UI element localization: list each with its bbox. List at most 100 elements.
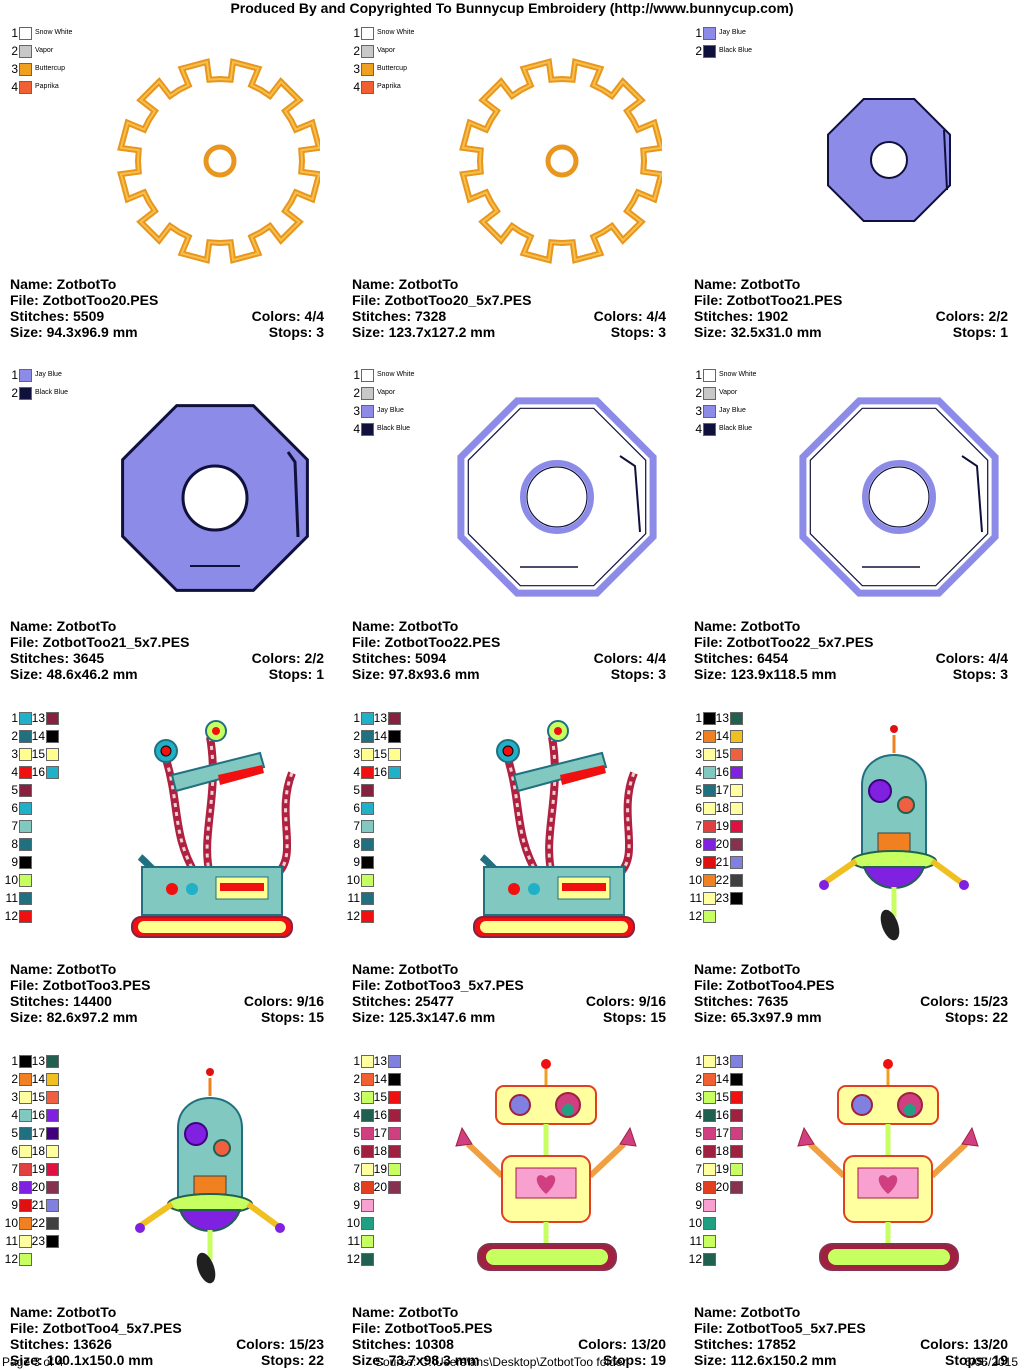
stop-count: Stops: 1 xyxy=(268,666,324,682)
color-number: 2 xyxy=(353,729,360,743)
design-size: Size: 125.3x147.6 mm xyxy=(352,1009,496,1025)
color-swatch xyxy=(703,820,716,833)
color-number: 3 xyxy=(353,62,360,76)
color-number: 8 xyxy=(353,1180,360,1194)
color-swatch xyxy=(730,838,743,851)
color-swatch xyxy=(703,1073,716,1086)
stop-count: Stops: 3 xyxy=(610,324,666,340)
color-swatch xyxy=(361,874,374,887)
color-name: Vapor xyxy=(719,389,738,396)
color-number: 15 xyxy=(31,1090,45,1104)
color-swatch xyxy=(730,730,743,743)
color-number: 17 xyxy=(373,1126,387,1140)
color-swatch xyxy=(361,369,374,382)
color-swatch xyxy=(730,802,743,815)
design-size: Size: 82.6x97.2 mm xyxy=(10,1009,138,1025)
color-count: Colors: 4/4 xyxy=(935,650,1008,666)
color-swatch xyxy=(19,1235,32,1248)
color-number: 3 xyxy=(695,747,702,761)
color-number: 6 xyxy=(353,1144,360,1158)
color-swatch xyxy=(730,1145,743,1158)
color-swatch xyxy=(703,892,716,905)
design-name: Name: ZotbotTo xyxy=(694,276,801,292)
color-swatch xyxy=(388,1163,401,1176)
color-swatch xyxy=(19,1163,32,1176)
design-file: File: ZotbotToo5.PES xyxy=(352,1320,493,1336)
embroidery-preview xyxy=(442,20,665,270)
color-number: 17 xyxy=(715,783,729,797)
color-swatch xyxy=(388,1091,401,1104)
color-swatch xyxy=(703,784,716,797)
color-name: Jay Blue xyxy=(35,371,62,378)
color-swatch xyxy=(730,874,743,887)
color-number: 14 xyxy=(373,1072,387,1086)
print-date: 6/05/2015 xyxy=(964,1355,1018,1369)
color-number: 15 xyxy=(31,747,45,761)
color-swatch xyxy=(703,1217,716,1230)
color-number: 3 xyxy=(11,62,18,76)
color-swatch xyxy=(730,1127,743,1140)
color-number: 13 xyxy=(31,1054,45,1068)
color-swatch xyxy=(361,1181,374,1194)
color-swatch xyxy=(703,1109,716,1122)
color-swatch xyxy=(703,423,716,436)
color-count: Colors: 4/4 xyxy=(593,308,666,324)
color-number: 16 xyxy=(31,765,45,779)
color-swatch xyxy=(703,730,716,743)
design-size: Size: 73.7x98.3 mm xyxy=(352,1352,480,1368)
color-number: 4 xyxy=(11,80,18,94)
color-number: 10 xyxy=(346,1216,360,1230)
color-swatch xyxy=(19,856,32,869)
color-swatch xyxy=(19,1253,32,1266)
color-swatch xyxy=(703,838,716,851)
color-swatch xyxy=(730,1181,743,1194)
design-file: File: ZotbotToo20_5x7.PES xyxy=(352,292,532,308)
design-file: File: ZotbotToo20.PES xyxy=(10,292,159,308)
color-swatch xyxy=(703,1055,716,1068)
color-swatch xyxy=(361,1109,374,1122)
color-count: Colors: 4/4 xyxy=(593,650,666,666)
color-name: Paprika xyxy=(377,83,401,90)
color-number: 7 xyxy=(11,819,18,833)
design-size: Size: 32.5x31.0 mm xyxy=(694,324,822,340)
color-number: 16 xyxy=(715,1108,729,1122)
color-swatch xyxy=(730,712,743,725)
color-swatch xyxy=(388,730,401,743)
color-swatch xyxy=(703,802,716,815)
color-swatch xyxy=(19,820,32,833)
color-number: 6 xyxy=(695,801,702,815)
color-count: Colors: 2/2 xyxy=(935,308,1008,324)
color-number: 4 xyxy=(11,765,18,779)
color-number: 15 xyxy=(715,747,729,761)
color-number: 2 xyxy=(353,386,360,400)
embroidery-preview xyxy=(784,20,1004,270)
design-name: Name: ZotbotTo xyxy=(352,276,459,292)
embroidery-preview xyxy=(100,1048,320,1298)
design-file: File: ZotbotToo22.PES xyxy=(352,634,501,650)
color-swatch xyxy=(19,1181,32,1194)
color-swatch xyxy=(361,820,374,833)
embroidery-preview xyxy=(100,20,323,270)
color-swatch xyxy=(46,766,59,779)
stitch-count: Stitches: 5094 xyxy=(352,650,447,666)
color-number: 1 xyxy=(695,26,702,40)
color-number: 20 xyxy=(373,1180,387,1194)
design-size: Size: 48.6x46.2 mm xyxy=(10,666,138,682)
source-path: Source: C:\Users\ans\Desktop\ZotbotToo f… xyxy=(375,1355,627,1369)
color-name: Vapor xyxy=(35,47,54,54)
color-swatch xyxy=(730,784,743,797)
color-count: Colors: 13/20 xyxy=(578,1336,666,1352)
color-swatch xyxy=(19,1055,32,1068)
embroidery-preview xyxy=(100,705,320,955)
color-number: 13 xyxy=(373,1054,387,1068)
color-number: 9 xyxy=(353,1198,360,1212)
stop-count: Stops: 15 xyxy=(602,1009,666,1025)
color-number: 5 xyxy=(353,1126,360,1140)
